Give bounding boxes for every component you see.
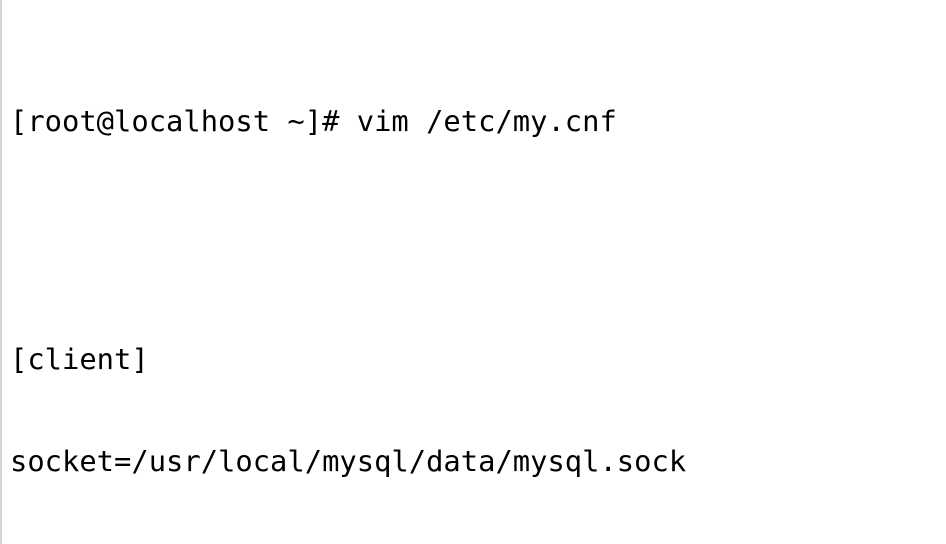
editor-line-client-socket: socket=/usr/local/mysql/data/mysql.sock xyxy=(10,444,687,478)
shell-prompt-line: [root@localhost ~]# vim /etc/my.cnf xyxy=(10,104,617,138)
editor-line-client-section: [client] xyxy=(10,342,149,376)
terminal-screen[interactable]: [root@localhost ~]# vim /etc/my.cnf [cli… xyxy=(10,2,946,544)
editor-line-blank xyxy=(10,240,946,274)
